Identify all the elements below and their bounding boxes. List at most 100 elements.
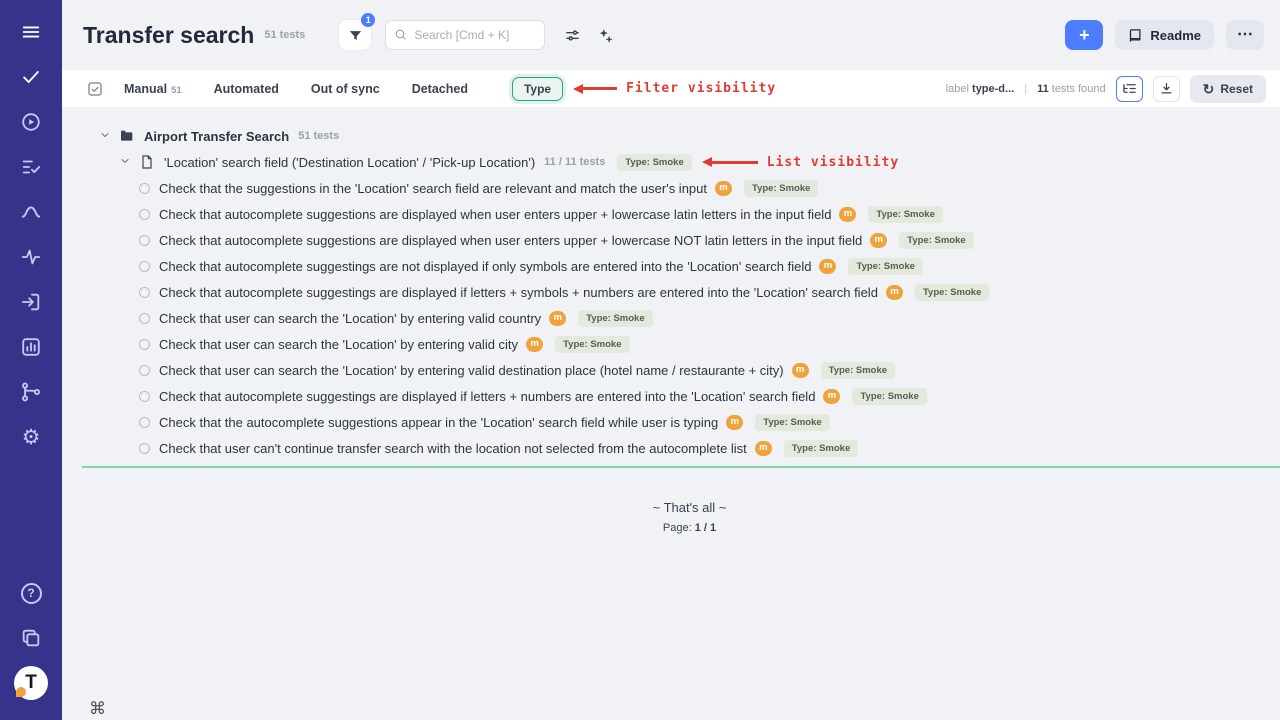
red-arrow-icon <box>701 157 758 167</box>
type-smoke-badge: Type: Smoke <box>848 257 923 275</box>
sign-in-icon[interactable] <box>13 284 49 320</box>
sidebar: ⚙ ? T <box>0 0 62 720</box>
test-title: Check that the autocomplete suggestions … <box>159 414 719 430</box>
type-smoke-badge: Type: Smoke <box>555 335 630 353</box>
type-smoke-badge: Type: Smoke <box>578 309 653 327</box>
play-circle-icon[interactable] <box>13 104 49 140</box>
select-all-icon[interactable] <box>86 80 104 98</box>
suite-row[interactable]: 'Location' search field ('Destination Lo… <box>119 149 1280 175</box>
tab-label: Manual <box>124 81 168 96</box>
shared-steps-icon[interactable] <box>13 194 49 230</box>
tree-view-button[interactable] <box>1115 75 1143 102</box>
tab-label: Automated <box>213 81 279 96</box>
analytics-icon[interactable] <box>13 329 49 365</box>
filter-visibility-annotation: Filter visibility <box>563 81 776 96</box>
tab-detached[interactable]: Detached <box>412 82 468 96</box>
add-button[interactable]: + <box>1065 20 1104 50</box>
search-icon <box>395 29 407 40</box>
test-status-icon <box>139 442 150 454</box>
more-button[interactable]: ⋯ <box>1226 20 1264 50</box>
test-row[interactable]: Check that autocomplete suggestions are … <box>139 201 1280 227</box>
tab-label: Detached <box>411 81 468 96</box>
list-check-icon[interactable] <box>13 149 49 185</box>
logo-circle: T <box>14 666 48 700</box>
test-row[interactable]: Check that the autocomplete suggestions … <box>139 409 1280 435</box>
menu-icon[interactable] <box>13 14 49 50</box>
help-icon[interactable]: ? <box>13 575 49 611</box>
tab-out-of-sync[interactable]: Out of sync <box>311 82 380 96</box>
test-title: Check that autocomplete suggestions are … <box>159 206 832 222</box>
folder-name: Airport Transfer Search <box>144 128 290 144</box>
tab-manual[interactable]: Manual 51 <box>124 82 182 96</box>
annotation-text: List visibility <box>766 154 900 170</box>
suite-count: 11 / 11 tests <box>544 156 606 168</box>
test-status-icon <box>139 390 150 402</box>
sliders-icon[interactable] <box>559 22 585 48</box>
reset-label: Reset <box>1220 81 1253 96</box>
manual-badge: m <box>754 440 772 456</box>
funnel-icon <box>349 30 361 40</box>
test-row[interactable]: Check that autocomplete suggestings are … <box>139 383 1280 409</box>
reset-button[interactable]: ↻ Reset <box>1189 74 1266 103</box>
test-row[interactable]: Check that autocomplete suggestings are … <box>139 253 1280 279</box>
activity-icon[interactable] <box>13 239 49 275</box>
content: Airport Transfer Search 51 tests 'Locati… <box>62 107 1280 720</box>
download-icon <box>1161 82 1172 94</box>
type-smoke-badge: Type: Smoke <box>914 283 990 301</box>
type-smoke-badge: Type: Smoke <box>783 439 859 457</box>
tab-label: Out of sync <box>310 81 380 96</box>
end-of-list-text: ~ That's all ~ <box>652 500 727 515</box>
toolbar: Manual 51 Automated Out of sync Detached… <box>62 70 1280 107</box>
test-row[interactable]: Check that user can search the 'Location… <box>139 331 1280 357</box>
test-row[interactable]: Check that user can search the 'Location… <box>139 305 1280 331</box>
gear-icon[interactable]: ⚙ <box>21 425 41 449</box>
document-icon <box>139 154 155 170</box>
readme-button[interactable]: Readme <box>1115 20 1214 50</box>
list-visibility-annotation: List visibility <box>692 155 899 170</box>
command-shortcut-icon[interactable]: ⌘ <box>89 699 106 718</box>
manual-badge: m <box>791 362 809 378</box>
tests-total: 51 tests <box>264 29 306 41</box>
test-row[interactable]: Check that user can't continue transfer … <box>139 435 1280 461</box>
search-input[interactable] <box>385 20 546 50</box>
test-row[interactable]: Check that user can search the 'Location… <box>139 357 1280 383</box>
filter-button[interactable]: 1 <box>339 13 376 50</box>
folder-row[interactable]: Airport Transfer Search 51 tests <box>99 123 1280 149</box>
chevron-down-icon[interactable] <box>119 155 133 169</box>
divider: | <box>1024 82 1028 95</box>
page-title: Transfer search <box>83 21 255 48</box>
list-tree-icon <box>1122 84 1136 93</box>
manual-badge: m <box>726 414 744 430</box>
top-header: Transfer search 51 tests 1 + Readme <box>62 0 1280 70</box>
test-row[interactable]: Check that autocomplete suggestions are … <box>139 227 1280 253</box>
tab-count: 51 <box>171 84 182 96</box>
test-status-icon <box>139 364 150 376</box>
manual-badge: m <box>823 388 841 404</box>
search-wrap <box>385 20 546 50</box>
test-title: Check that autocomplete suggestings are … <box>159 258 812 274</box>
test-row[interactable]: Check that autocomplete suggestings are … <box>139 279 1280 305</box>
test-title: Check that user can search the 'Location… <box>159 310 542 326</box>
manual-badge: m <box>819 258 837 274</box>
download-button[interactable] <box>1152 75 1180 102</box>
annotation-text: Filter visibility <box>626 81 777 96</box>
branch-icon[interactable] <box>13 374 49 410</box>
type-filter-chip[interactable]: Type <box>511 76 564 101</box>
test-title: Check that autocomplete suggestings are … <box>159 284 878 300</box>
app-logo[interactable]: T <box>13 665 49 701</box>
test-status-icon <box>139 208 150 220</box>
book-icon <box>1130 28 1141 42</box>
toolbar-right: label type-d... | 11 tests found ↻ Reset <box>946 74 1266 103</box>
type-smoke-badge: Type: Smoke <box>744 179 819 197</box>
test-title: Check that user can search the 'Location… <box>159 336 519 352</box>
chevron-down-icon[interactable] <box>99 129 113 143</box>
test-list: Check that the suggestions in the 'Locat… <box>99 175 1280 461</box>
ai-sparkles-icon[interactable] <box>591 22 617 48</box>
test-row[interactable]: Check that the suggestions in the 'Locat… <box>139 175 1280 201</box>
tests-check-icon[interactable] <box>13 59 49 95</box>
suite-name: 'Location' search field ('Destination Lo… <box>164 154 536 170</box>
tab-automated[interactable]: Automated <box>214 82 279 96</box>
manual-badge: m <box>526 336 544 352</box>
projects-icon[interactable] <box>13 620 49 656</box>
